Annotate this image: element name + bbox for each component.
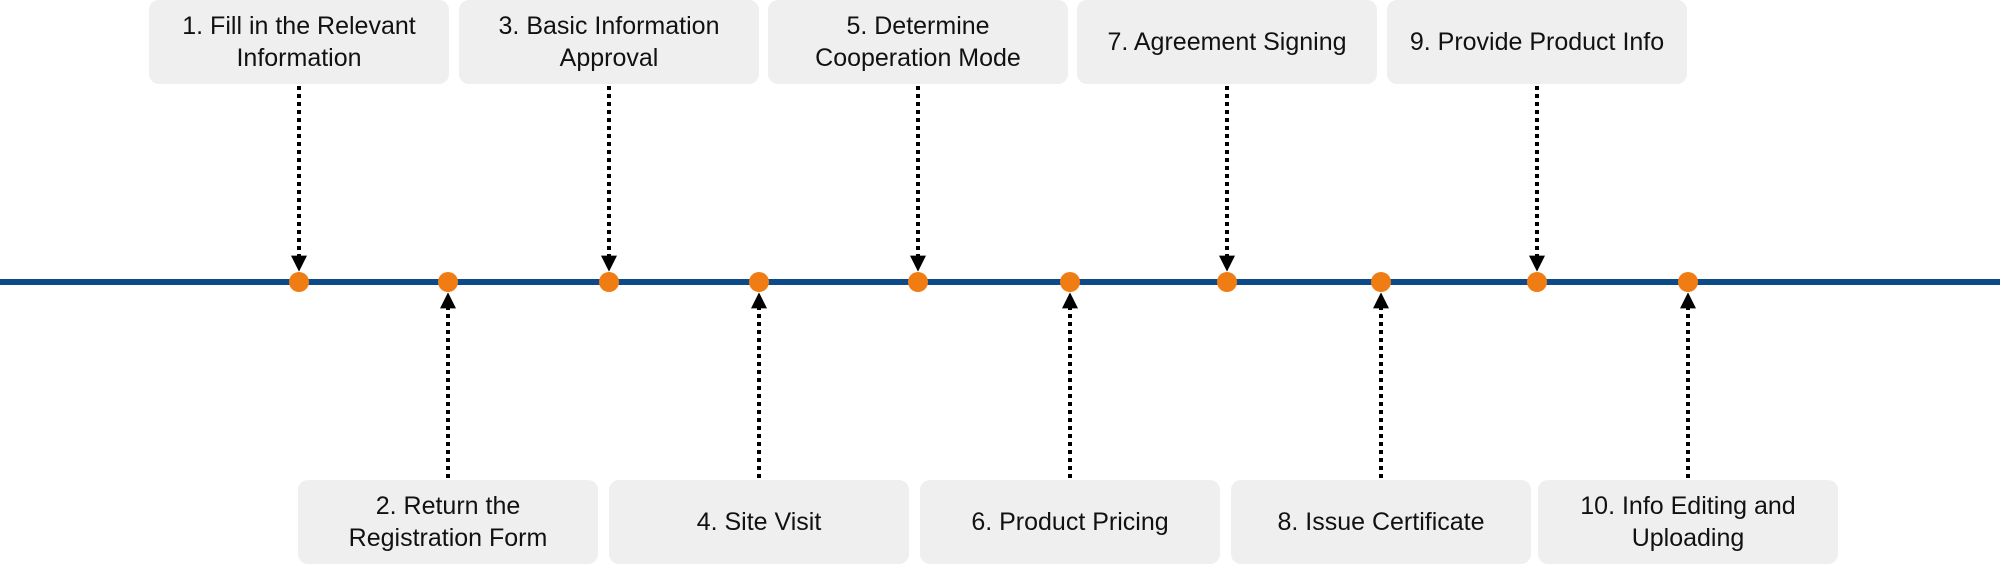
step-1-timeline-marker bbox=[289, 272, 309, 292]
step-9-timeline-marker bbox=[1527, 272, 1547, 292]
step-1-box: 1. Fill in the Relevant Information bbox=[149, 0, 449, 84]
step-5-timeline-marker bbox=[908, 272, 928, 292]
step-9-box: 9. Provide Product Info bbox=[1387, 0, 1687, 84]
step-2-timeline-marker bbox=[438, 272, 458, 292]
step-8-box: 8. Issue Certificate bbox=[1231, 480, 1531, 564]
step-10-timeline-marker bbox=[1678, 272, 1698, 292]
step-4-box: 4. Site Visit bbox=[609, 480, 909, 564]
step-2-box: 2. Return the Registration Form bbox=[298, 480, 598, 564]
step-10-box: 10. Info Editing and Uploading bbox=[1538, 480, 1838, 564]
step-7-box: 7. Agreement Signing bbox=[1077, 0, 1377, 84]
step-3-box: 3. Basic Information Approval bbox=[459, 0, 759, 84]
step-6-box: 6. Product Pricing bbox=[920, 480, 1220, 564]
step-7-timeline-marker bbox=[1217, 272, 1237, 292]
step-3-timeline-marker bbox=[599, 272, 619, 292]
step-5-box: 5. Determine Cooperation Mode bbox=[768, 0, 1068, 84]
step-4-timeline-marker bbox=[749, 272, 769, 292]
step-6-timeline-marker bbox=[1060, 272, 1080, 292]
step-8-timeline-marker bbox=[1371, 272, 1391, 292]
